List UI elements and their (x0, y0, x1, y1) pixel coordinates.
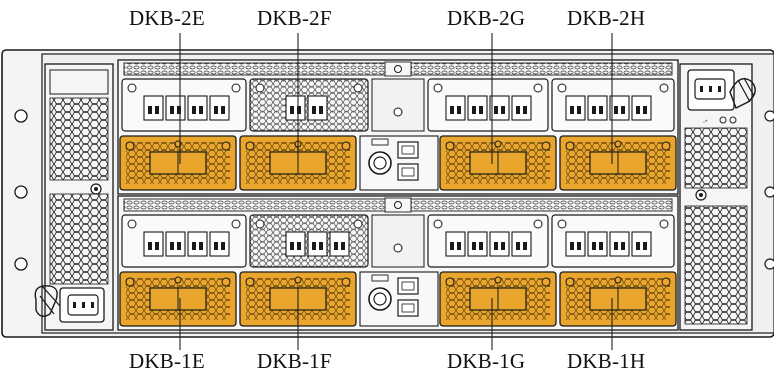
label-dkb-1e: DKB-1E (129, 349, 205, 373)
label-dkb-2e: DKB-2E (129, 6, 205, 30)
label-dkb-1h: DKB-1H (567, 349, 646, 373)
label-dkb-2g: DKB-2G (447, 6, 526, 30)
leader-lines (179, 33, 613, 350)
mount-hole-icon (14, 185, 28, 199)
mount-hole-icon (14, 109, 28, 123)
management-block-upper (359, 135, 439, 191)
management-block-lower (359, 271, 439, 327)
host-module-row-1 (121, 214, 675, 268)
label-dkb-1g: DKB-1G (447, 349, 526, 373)
power-supply-right: ◦* (679, 63, 756, 331)
svg-text:◦*: ◦* (703, 120, 708, 126)
power-supply-left: ◦* (34, 63, 114, 331)
label-dkb-2h: DKB-2H (567, 6, 646, 30)
label-dkb-1f: DKB-1F (257, 349, 332, 373)
mount-hole-icon (14, 257, 28, 271)
host-module-row-2 (121, 78, 675, 132)
label-dkb-2f: DKB-2F (257, 6, 332, 30)
